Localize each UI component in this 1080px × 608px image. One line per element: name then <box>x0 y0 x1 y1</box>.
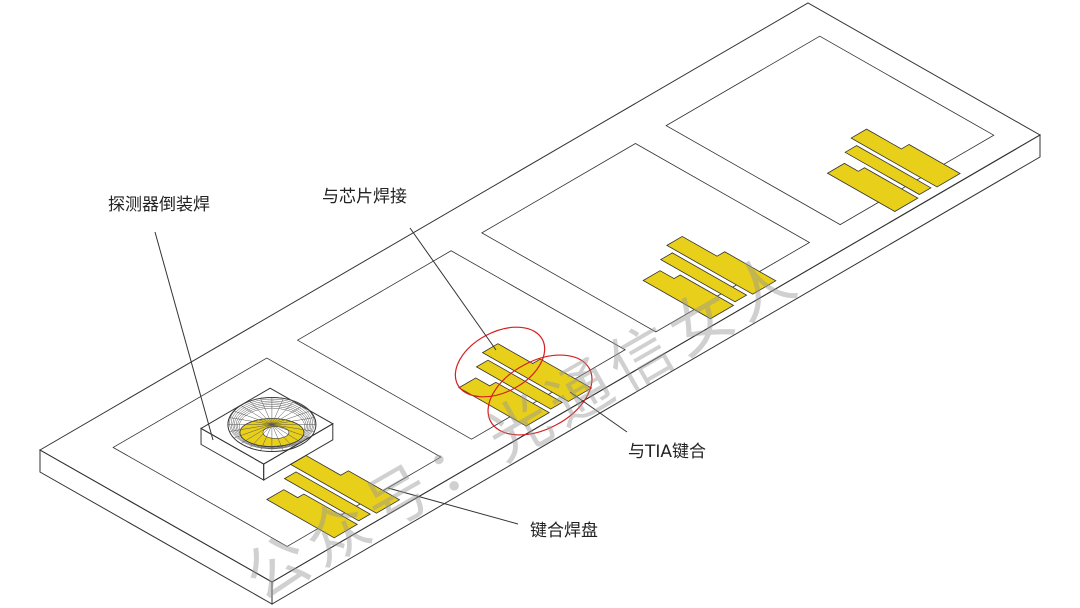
bond-pad <box>458 377 551 427</box>
section-outline-4 <box>665 35 995 226</box>
section-outline-3 <box>481 143 811 333</box>
bond-pad <box>844 145 932 195</box>
section-outline-2 <box>296 250 626 440</box>
leader-line-tia-bond <box>569 391 628 433</box>
label-detector-flip-chip: 探测器倒装焊 <box>108 195 210 215</box>
bond-pad <box>850 128 961 188</box>
bond-pad <box>481 343 593 402</box>
leader-line-detector <box>154 231 214 441</box>
bond-pad <box>659 252 748 303</box>
label-bond-pad: 键合焊盘 <box>530 521 598 541</box>
bond-pad <box>666 235 777 295</box>
bond-pad <box>475 359 564 410</box>
bond-pad <box>642 270 735 320</box>
bond-pad <box>266 489 359 539</box>
chip-top-face <box>200 387 334 465</box>
tia-bond-highlight <box>487 354 593 436</box>
substrate-left-face <box>39 449 273 605</box>
label-chip-solder: 与芯片焊接 <box>322 187 407 207</box>
photodiode-mesh-line <box>229 417 315 432</box>
section-outline-1 <box>112 357 442 547</box>
substrate-top-face <box>38 2 1042 583</box>
leader-line-chip-solder <box>409 227 497 351</box>
bond-pad <box>283 471 372 522</box>
label-tia-bond: 与TIA键合 <box>628 442 707 462</box>
leader-line-bond-pad <box>387 487 519 525</box>
bond-pad <box>826 162 919 212</box>
